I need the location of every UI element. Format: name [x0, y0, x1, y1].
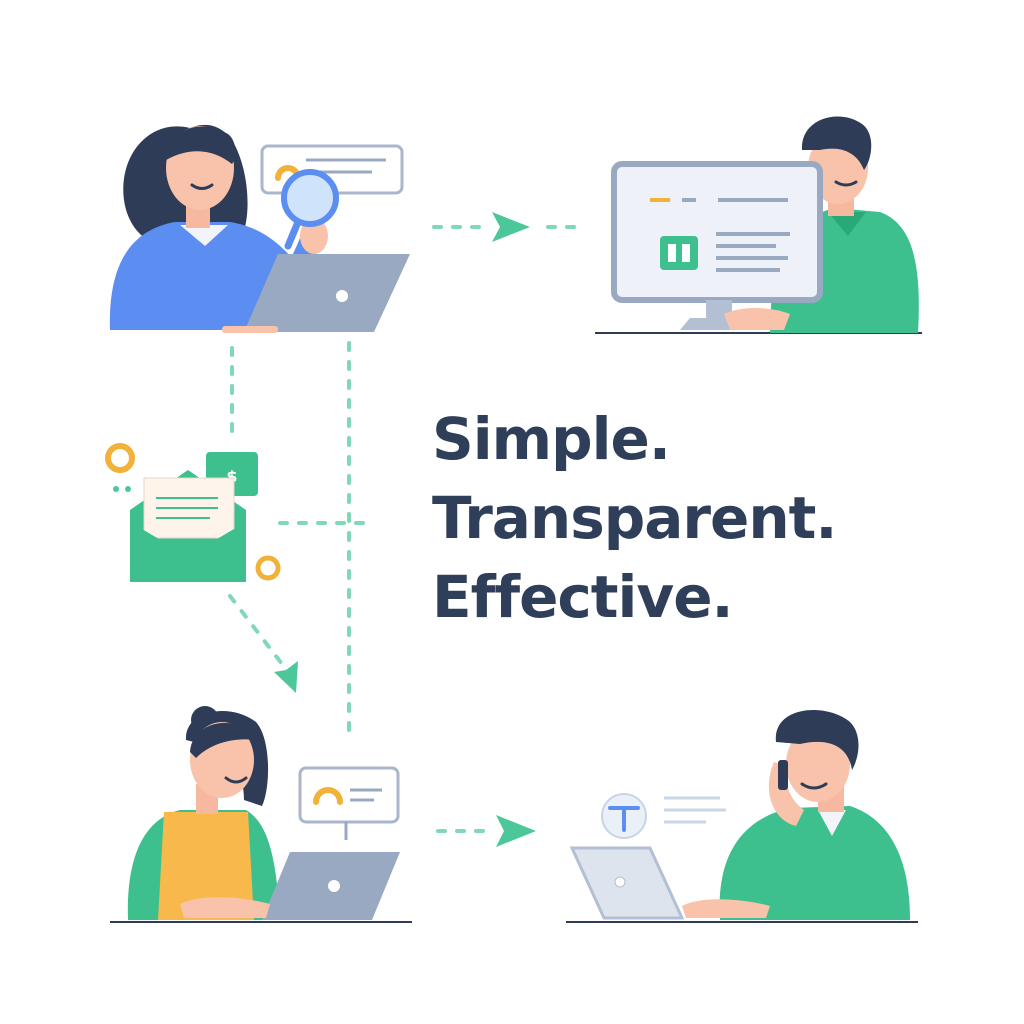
laptop-icon: [569, 846, 685, 920]
envelope-group: $: [105, 443, 281, 582]
coin-icon: [255, 555, 281, 581]
arrow-down-icon: [274, 661, 298, 693]
arrow-right-icon: [492, 212, 530, 242]
woman-magnifier-figure: [109, 124, 410, 333]
laptop-icon: [244, 254, 410, 332]
svg-text:$: $: [226, 467, 237, 486]
headline-line-transparent: Transparent.: [432, 484, 837, 552]
headline: Simple. Transparent. Effective.: [432, 400, 837, 637]
magnifier-icon: [281, 169, 339, 227]
woman-laptop-figure: [110, 706, 412, 923]
card-icon: [660, 236, 698, 270]
man-phone-figure: [566, 710, 918, 923]
arrow-icons: [274, 212, 536, 847]
man-desktop-figure: [595, 116, 922, 334]
coin-icon: [105, 443, 135, 473]
headline-line-effective: Effective.: [432, 563, 734, 631]
headline-line-simple: Simple.: [432, 405, 671, 473]
phone-icon: [778, 760, 788, 790]
connector-lines: [228, 225, 586, 833]
arrow-right-icon: [496, 815, 536, 847]
chat-card: [298, 766, 400, 824]
